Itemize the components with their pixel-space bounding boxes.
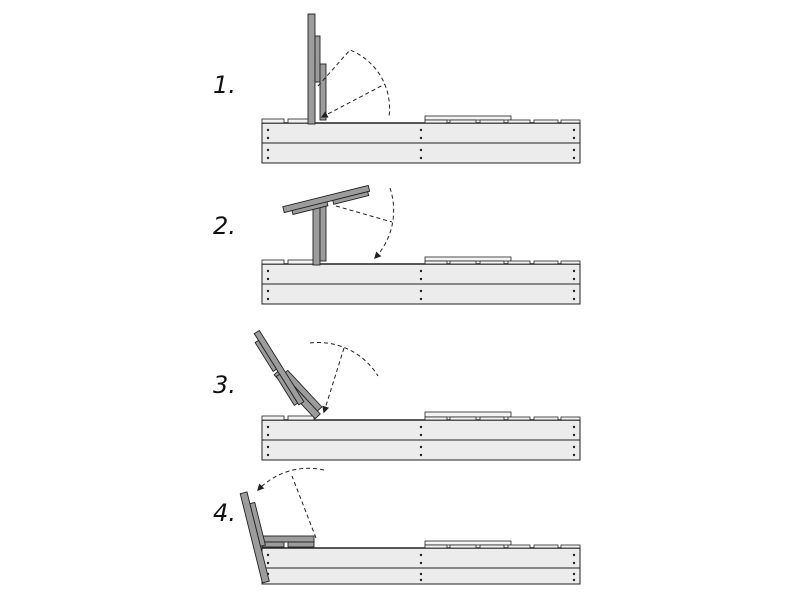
step-4: 4.: [213, 467, 581, 585]
rotation-arrow: [335, 187, 395, 258]
bench-backrest-folding: [253, 329, 323, 420]
bench-backrest-tilting: [282, 184, 371, 266]
sandbox-box: [261, 419, 581, 461]
bench-backrest-upright: [307, 13, 327, 125]
bench-seat-open: [239, 491, 315, 584]
step-2: 2.: [213, 184, 581, 305]
step-3-label: 3.: [213, 371, 236, 399]
sandbox-box: [261, 547, 581, 585]
lid-boards: [261, 115, 581, 124]
step-4-label: 4.: [213, 499, 236, 527]
step-3: 3.: [213, 329, 581, 461]
step-1: 1.: [213, 13, 581, 164]
lid-boards: [261, 256, 581, 265]
sandbox-box: [261, 263, 581, 305]
rotation-arrow: [309, 342, 379, 412]
rotation-arrow: [318, 49, 391, 117]
sandbox-box: [261, 122, 581, 164]
step-1-label: 1.: [213, 71, 236, 99]
rotation-arrow: [258, 467, 325, 539]
step-2-label: 2.: [213, 212, 236, 240]
lid-boards: [261, 411, 581, 421]
lid-boards: [424, 540, 581, 549]
